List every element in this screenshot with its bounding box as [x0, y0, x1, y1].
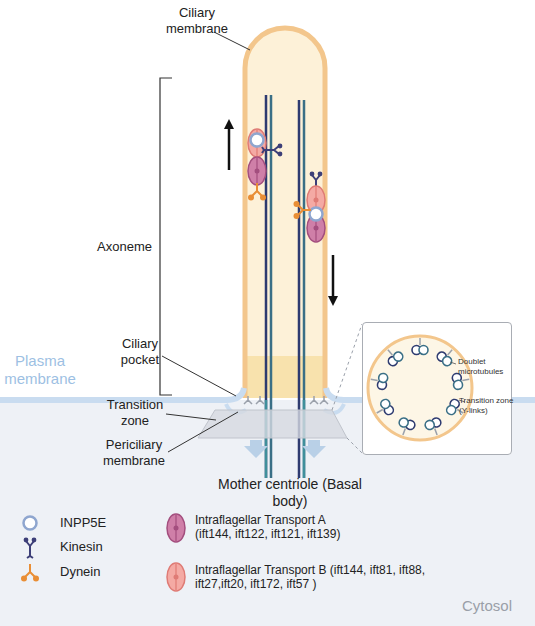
leader-line [168, 412, 238, 452]
cilium-body [245, 28, 325, 398]
inset-box: Doublet microtubulesTransition zone (Y-l… [362, 322, 512, 455]
leader-line [162, 356, 236, 396]
legend-label: INPP5E [60, 515, 160, 531]
inset-cross-section [369, 371, 388, 390]
legend-label: Intraflagellar Transport B (ift144, ift8… [195, 563, 445, 592]
legend-icon [24, 538, 37, 558]
transition-zone-plane [244, 396, 328, 404]
callout-label: Ciliary membrane [162, 5, 232, 36]
inset-cross-section [453, 380, 463, 390]
inset-cross-section [371, 379, 378, 380]
callout-label: Periciliary membrane [94, 437, 174, 468]
ift-train [294, 201, 312, 219]
inset-cross-section [377, 410, 383, 414]
legend-icon [21, 564, 39, 582]
inset-cross-section [392, 350, 405, 363]
transport-direction-arrow [229, 124, 333, 301]
inset-cross-section [362, 322, 512, 455]
inset-cross-section [424, 417, 445, 438]
inset-cross-section [445, 404, 457, 416]
ift-train [251, 134, 264, 147]
inset-cross-section [379, 398, 391, 410]
inset-leader [347, 438, 362, 453]
legend-icon [167, 514, 185, 542]
inset-cross-section [441, 355, 454, 368]
inset-cross-section [398, 417, 410, 429]
inset-cross-section [395, 417, 416, 438]
inset-cross-section [435, 345, 458, 368]
leader-line [162, 32, 250, 452]
cilium-body [245, 28, 325, 398]
inset-label: Transition zone (Y-links) [459, 396, 515, 416]
ift-train [262, 144, 282, 157]
legend-label: Dynein [60, 564, 160, 580]
leader-line [166, 414, 216, 420]
legend-icon [167, 563, 185, 591]
structure-label: Mother centriole (Basal body) [215, 476, 365, 510]
inset-cross-section [424, 419, 436, 431]
axoneme-bracket [160, 78, 172, 395]
inset-leader [332, 324, 362, 453]
basal-body-arrows [302, 440, 326, 458]
inset-cross-section [382, 345, 405, 368]
inset-cross-section [419, 346, 428, 355]
axoneme-bracket [160, 78, 172, 395]
inset-cross-section [403, 428, 405, 435]
inset-cross-section [362, 322, 512, 455]
cilium-body [245, 28, 325, 398]
basal-body-arrows [244, 440, 326, 458]
transport-direction-arrow [228, 124, 231, 170]
inset-cross-section [368, 336, 472, 440]
region-label: Cytosol [462, 597, 532, 615]
transition-zone-plane [198, 396, 347, 438]
callout-label: Transition zone [98, 397, 172, 428]
inset-label: Doublet microtubules [458, 357, 512, 377]
basal-body-arrows [244, 440, 268, 458]
inset-cross-section [448, 350, 452, 355]
legend-label: Intraflagellar Transport A (ift144, ift1… [195, 513, 355, 542]
ift-train [248, 129, 325, 242]
transition-zone-plane [198, 410, 347, 438]
ift-train [310, 208, 323, 221]
membrane-label: Plasma membrane [0, 352, 80, 388]
callout-label: Ciliary pocket [104, 336, 176, 367]
inset-cross-section [435, 428, 437, 435]
ift-train [248, 183, 266, 201]
ift-train [248, 157, 266, 185]
legend-icon [21, 514, 185, 591]
bracket-label: Axoneme [78, 239, 152, 255]
legend-label: Kinesin [60, 539, 160, 555]
inset-leader [332, 324, 362, 410]
inset-cross-section [373, 398, 395, 420]
inset-cross-section [462, 379, 469, 380]
cilium-body [247, 356, 323, 398]
inset-cross-section [419, 338, 421, 345]
inset-cross-section [412, 338, 428, 355]
inset-cross-section [378, 373, 388, 383]
transport-direction-arrow [332, 255, 335, 301]
inset-cross-section [388, 350, 392, 355]
legend-icon [24, 517, 37, 530]
